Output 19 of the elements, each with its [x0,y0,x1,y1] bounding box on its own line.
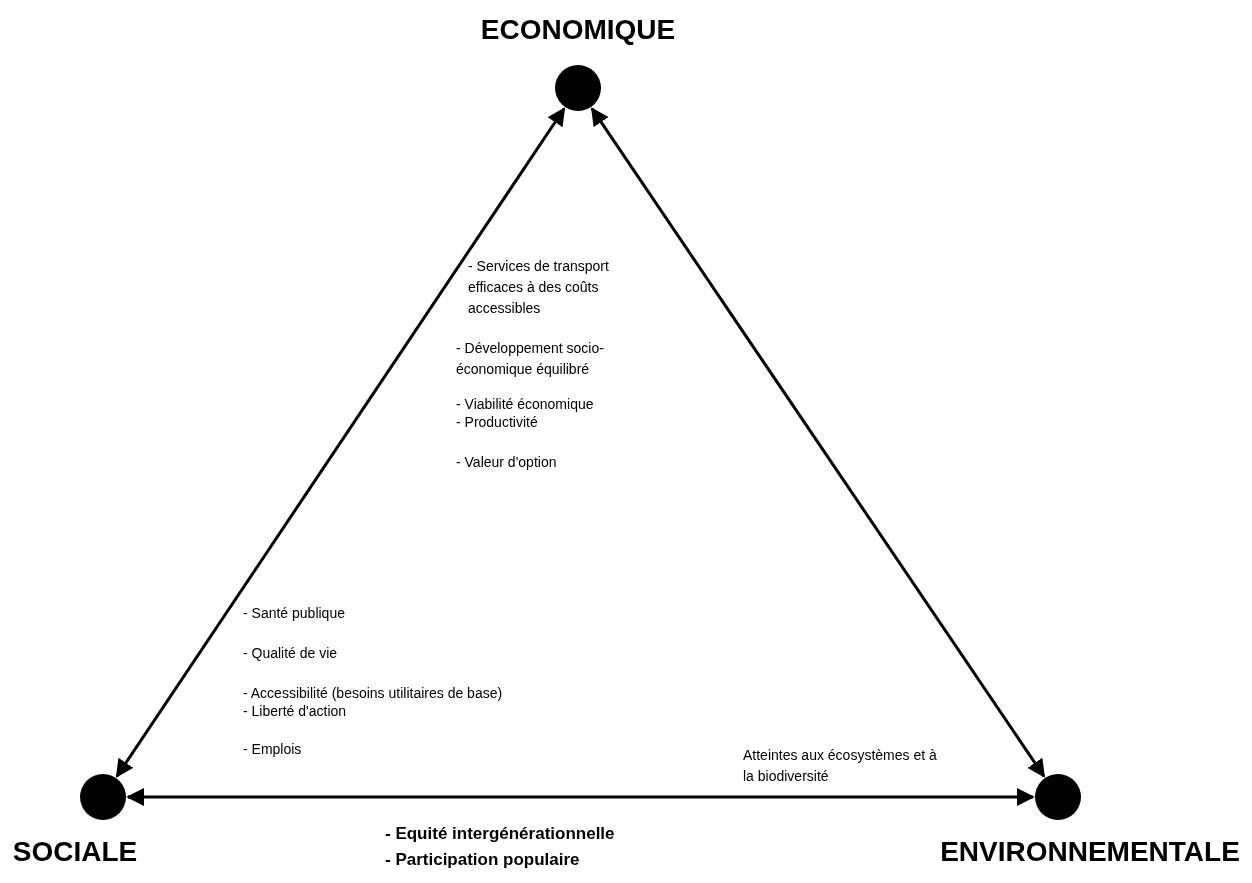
list-item: - Emplois [243,740,303,759]
list-item: - Développement socio-économique équilibré [456,339,605,379]
bold-list-item: - Equité intergénérationnelle [385,823,616,844]
double-arrow [590,107,1046,778]
list-item: Atteintes aux écosystèmes et à la biodiversité [743,746,938,786]
list-item: - Liberté d'action [243,702,348,721]
list-item: - Viabilité économique [456,395,595,414]
list-item: - Accessibilité (besoins utilitaires de base) [243,684,504,703]
dimension-heading: ENVIRONNEMENTALE [940,838,1240,866]
list-item: - Qualité de vie [243,644,339,663]
list-item: - Productivité [456,413,539,432]
list-item: - Santé publique [243,604,346,623]
dimension-heading: ECONOMIQUE [480,16,676,44]
bold-list-item: - Participation populaire [385,849,581,870]
double-arrow [126,788,1035,806]
list-item: - Services de transport efficaces à des coûts accessibles [468,257,610,318]
double-arrow [115,107,566,778]
dimension-heading: SOCIALE [12,838,138,866]
list-item: - Valeur d'option [456,453,558,472]
